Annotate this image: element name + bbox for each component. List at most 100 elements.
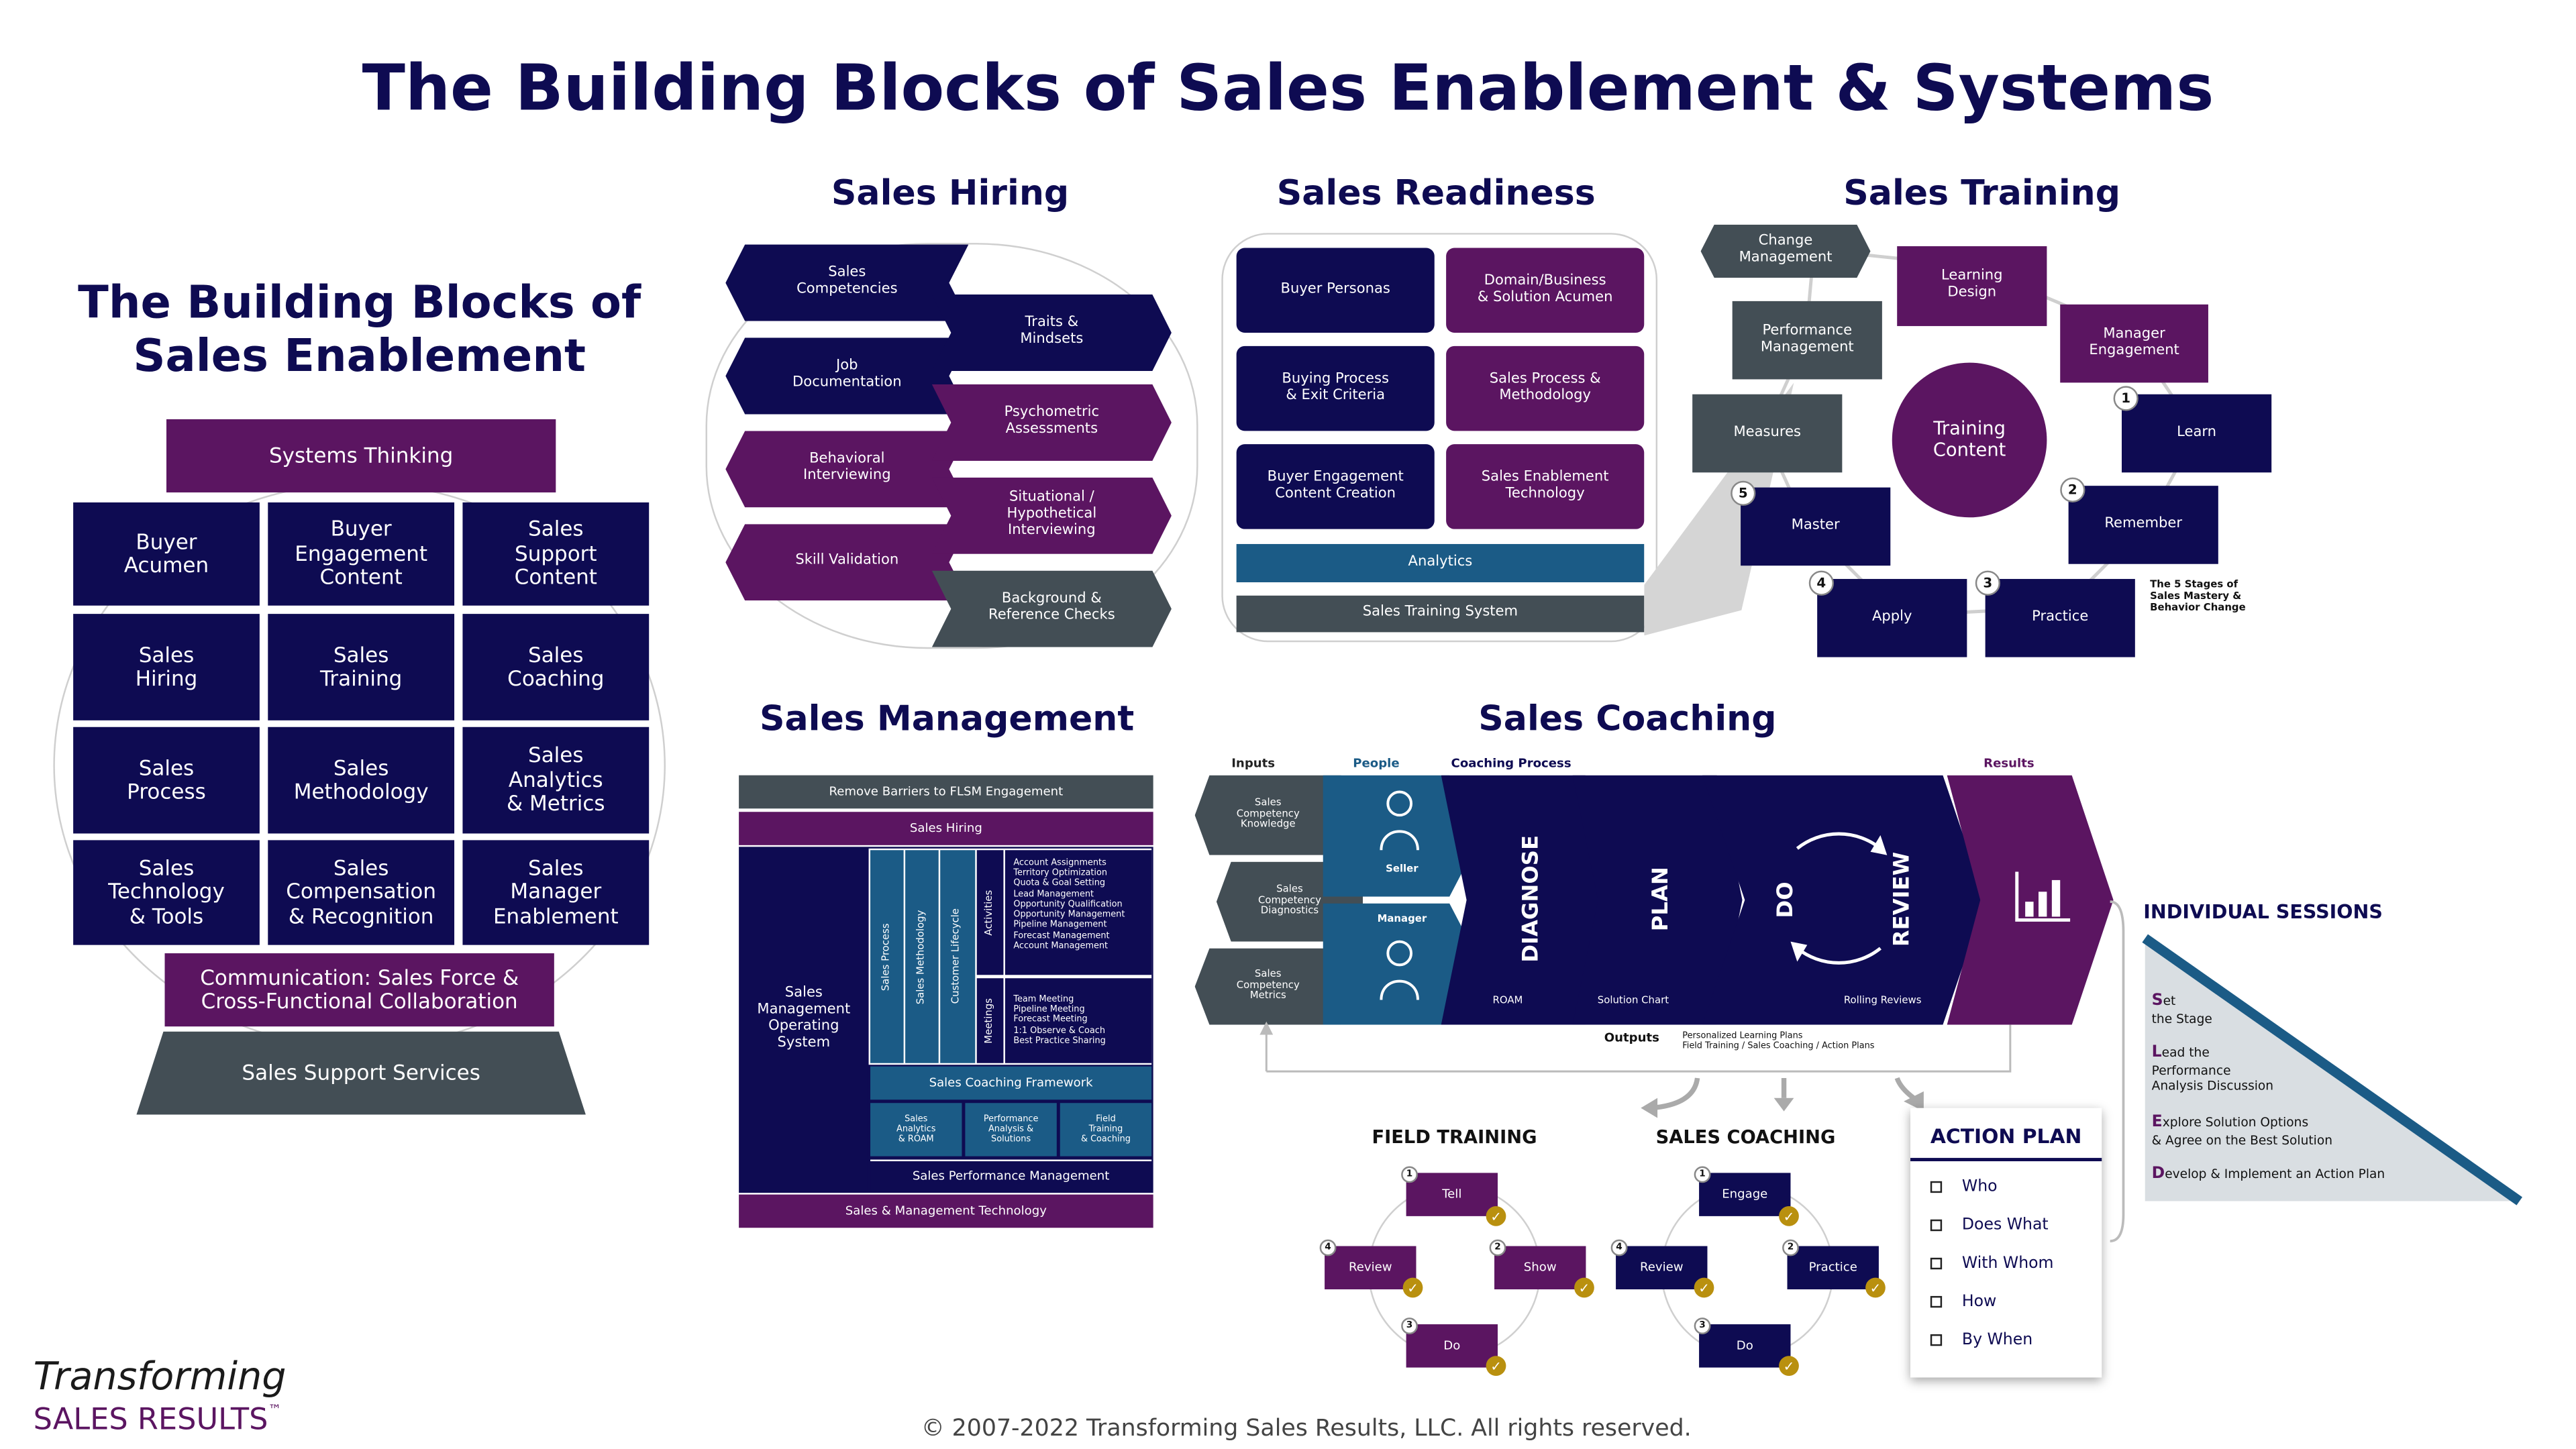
outputs-down-arrows bbox=[1641, 1077, 1924, 1118]
hiring-job-documentation: Job Documentation bbox=[725, 337, 969, 415]
coaching-process-label: Coaching Process bbox=[1451, 755, 1572, 771]
sc-do: Do bbox=[1699, 1324, 1791, 1368]
mgmt-activities-label: Activities bbox=[976, 850, 1004, 975]
seller-person-icon bbox=[1378, 789, 1421, 852]
ft-check-4: ✓ bbox=[1402, 1277, 1423, 1298]
action-plan-divider bbox=[1910, 1158, 2102, 1161]
coaching-outputs-bracket bbox=[1259, 1021, 2012, 1073]
readiness-domain-acumen: Domain/Business & Solution Acumen bbox=[1446, 248, 1645, 333]
action-plan-item-5: By When bbox=[1930, 1331, 2032, 1349]
action-plan-item-4: How bbox=[1930, 1293, 1996, 1311]
hiring-sales-competencies: Sales Competencies bbox=[725, 244, 969, 321]
coaching-outputs-label: Outputs bbox=[1604, 1030, 1659, 1045]
checkbox-icon bbox=[1930, 1334, 1943, 1346]
readiness-buyer-engagement-content: Buyer Engagement Content Creation bbox=[1236, 444, 1435, 529]
sessions-bracket bbox=[2110, 900, 2125, 1242]
readiness-analytics-bar: Analytics bbox=[1236, 543, 1645, 582]
sc-check-4: ✓ bbox=[1694, 1277, 1714, 1298]
hiring-outline-circle bbox=[705, 243, 1198, 649]
ft-do: Do bbox=[1406, 1324, 1498, 1368]
mgmt-activities-list: Account Assignments Territory Optimizati… bbox=[1004, 850, 1152, 975]
sc-engage: Engage bbox=[1699, 1173, 1791, 1216]
action-plan-heading: ACTION PLAN bbox=[1930, 1124, 2082, 1148]
session-develop-plan: Develop & Implement an Action Plan bbox=[2151, 1165, 2385, 1183]
step-diagnose-label: DIAGNOSE bbox=[1518, 835, 1544, 963]
results-bar-chart-icon bbox=[2014, 865, 2073, 925]
stage-number-3: 3 bbox=[1975, 570, 2000, 596]
sc-number-1: 1 bbox=[1694, 1166, 1711, 1183]
hiring-psychometric-assessments: Psychometric Assessments bbox=[931, 384, 1172, 461]
mgmt-analytics-roam: Sales Analytics & ROAM bbox=[870, 1103, 962, 1157]
page-title: The Building Blocks of Sales Enablement … bbox=[362, 51, 2214, 125]
readiness-enablement-technology: Sales Enablement Technology bbox=[1446, 444, 1645, 529]
stage-master: Master bbox=[1741, 487, 1891, 566]
block-sales-technology-tools: Sales Technology & Tools bbox=[73, 840, 260, 945]
training-stages-note: The 5 Stages of Sales Mastery & Behavior… bbox=[2150, 579, 2246, 614]
sc-number-3: 3 bbox=[1694, 1318, 1711, 1334]
seller-label: Seller bbox=[1386, 862, 1419, 875]
ft-number-4: 4 bbox=[1319, 1239, 1337, 1256]
hiring-skill-validation: Skill Validation bbox=[725, 524, 969, 601]
step-plan-sub: Solution Chart bbox=[1597, 995, 1669, 1007]
block-sales-analytics-metrics: Sales Analytics & Metrics bbox=[462, 727, 650, 834]
training-measures: Measures bbox=[1692, 394, 1843, 473]
sc-number-2: 2 bbox=[1782, 1239, 1799, 1256]
coaching-results-label: Results bbox=[1983, 755, 2034, 771]
checkbox-icon bbox=[1930, 1257, 1943, 1270]
ft-check-1: ✓ bbox=[1486, 1206, 1506, 1226]
stage-number-1: 1 bbox=[2113, 386, 2139, 411]
coaching-input-knowledge: Sales Competency Knowledge bbox=[1194, 775, 1341, 855]
field-training-heading: FIELD TRAINING bbox=[1372, 1125, 1537, 1147]
mgmt-vertical-sales-process: Sales Process bbox=[870, 850, 904, 1063]
mgmt-technology: Sales & Management Technology bbox=[739, 1194, 1153, 1228]
ft-number-3: 3 bbox=[1401, 1318, 1418, 1334]
readiness-training-system-bar: Sales Training System bbox=[1236, 595, 1645, 633]
stage-number-5: 5 bbox=[1731, 480, 1756, 506]
training-learning-design: Learning Design bbox=[1897, 246, 2047, 327]
hiring-traits-mindsets: Traits & Mindsets bbox=[931, 294, 1172, 372]
mgmt-coaching-framework: Sales Coaching Framework bbox=[870, 1066, 1152, 1100]
block-sales-methodology: Sales Methodology bbox=[268, 727, 455, 834]
ft-number-2: 2 bbox=[1489, 1239, 1506, 1256]
hiring-situational-interviewing: Situational / Hypothetical Interviewing bbox=[931, 477, 1172, 554]
block-sales-hiring: Sales Hiring bbox=[73, 614, 260, 720]
session-explore-options: Explore Solution Options& Agree on the B… bbox=[2151, 1113, 2333, 1148]
sales-coaching-cycle-heading: SALES COACHING bbox=[1655, 1125, 1836, 1147]
readiness-buyer-personas: Buyer Personas bbox=[1236, 248, 1435, 333]
do-review-cycle-arrows bbox=[1790, 832, 1888, 965]
block-sales-manager-enablement: Sales Manager Enablement bbox=[462, 840, 650, 945]
ft-show: Show bbox=[1494, 1246, 1586, 1289]
ft-number-1: 1 bbox=[1401, 1166, 1418, 1183]
readiness-outline bbox=[1221, 233, 1658, 643]
block-sales-compensation-recognition: Sales Compensation & Recognition bbox=[268, 840, 455, 945]
sessions-triangle bbox=[2142, 934, 2522, 1205]
action-plan-item-1: Who bbox=[1930, 1178, 1998, 1196]
stage-practice: Practice bbox=[1985, 579, 2135, 657]
block-sales-process: Sales Process bbox=[73, 727, 260, 834]
mgmt-vertical-sales-methodology: Sales Methodology bbox=[905, 850, 939, 1063]
stage-number-2: 2 bbox=[2060, 477, 2085, 502]
management-heading: Sales Management bbox=[759, 698, 1135, 739]
logo-sales-results: SALES RESULTS™ bbox=[33, 1402, 282, 1438]
action-plan-item-3: With Whom bbox=[1930, 1254, 2054, 1273]
manager-label: Manager bbox=[1377, 912, 1427, 924]
block-buyer-acumen: Buyer Acumen bbox=[73, 502, 260, 606]
sc-practice: Practice bbox=[1787, 1246, 1879, 1289]
logo-transforming: Transforming bbox=[33, 1356, 287, 1399]
ft-tell: Tell bbox=[1406, 1173, 1498, 1216]
stage-remember: Remember bbox=[2068, 486, 2218, 564]
checkbox-icon bbox=[1930, 1181, 1943, 1193]
ft-check-2: ✓ bbox=[1574, 1277, 1594, 1298]
sc-check-2: ✓ bbox=[1865, 1277, 1886, 1298]
stage-apply: Apply bbox=[1817, 579, 1967, 657]
mgmt-remove-barriers: Remove Barriers to FLSM Engagement bbox=[739, 775, 1153, 809]
manager-person-icon bbox=[1378, 938, 1421, 1002]
stage-number-4: 4 bbox=[1808, 570, 1834, 596]
coaching-people-label: People bbox=[1353, 755, 1400, 771]
checkbox-icon bbox=[1930, 1295, 1943, 1308]
step-plan bbox=[1572, 775, 1743, 1025]
hiring-heading: Sales Hiring bbox=[831, 172, 1070, 213]
block-sales-support-content: Sales Support Content bbox=[462, 502, 650, 606]
